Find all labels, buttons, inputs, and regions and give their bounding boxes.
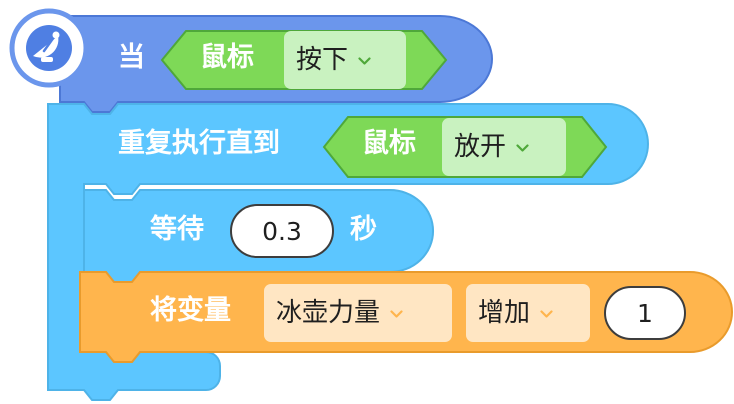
operation-value: 增加: [478, 298, 531, 328]
set-variable-label: 将变量: [150, 295, 231, 326]
variable-dropdown[interactable]: 冰壶力量: [264, 284, 452, 342]
mouse-state-dropdown[interactable]: 放开: [442, 118, 566, 176]
mouse-state-dropdown[interactable]: 按下: [284, 31, 406, 89]
chevron-down-icon: [358, 57, 371, 65]
chevron-down-icon: [390, 310, 403, 318]
satellite-dish-icon: [26, 25, 72, 71]
when-label: 当: [118, 42, 145, 73]
repeat-until-label: 重复执行直到: [118, 128, 280, 159]
chevron-down-icon: [540, 310, 553, 318]
variable-name: 冰壶力量: [276, 298, 381, 328]
wait-seconds-input[interactable]: 0.3: [230, 204, 334, 258]
mouse-label: 鼠标: [200, 42, 254, 73]
change-amount-input[interactable]: 1: [604, 286, 686, 340]
wait-label: 等待: [150, 214, 204, 245]
operation-dropdown[interactable]: 增加: [466, 284, 590, 342]
chevron-down-icon: [516, 144, 529, 152]
mouse-state-value: 放开: [454, 132, 507, 162]
mouse-label: 鼠标: [362, 128, 416, 159]
seconds-unit-label: 秒: [350, 214, 377, 245]
mouse-state-value: 按下: [296, 45, 349, 75]
